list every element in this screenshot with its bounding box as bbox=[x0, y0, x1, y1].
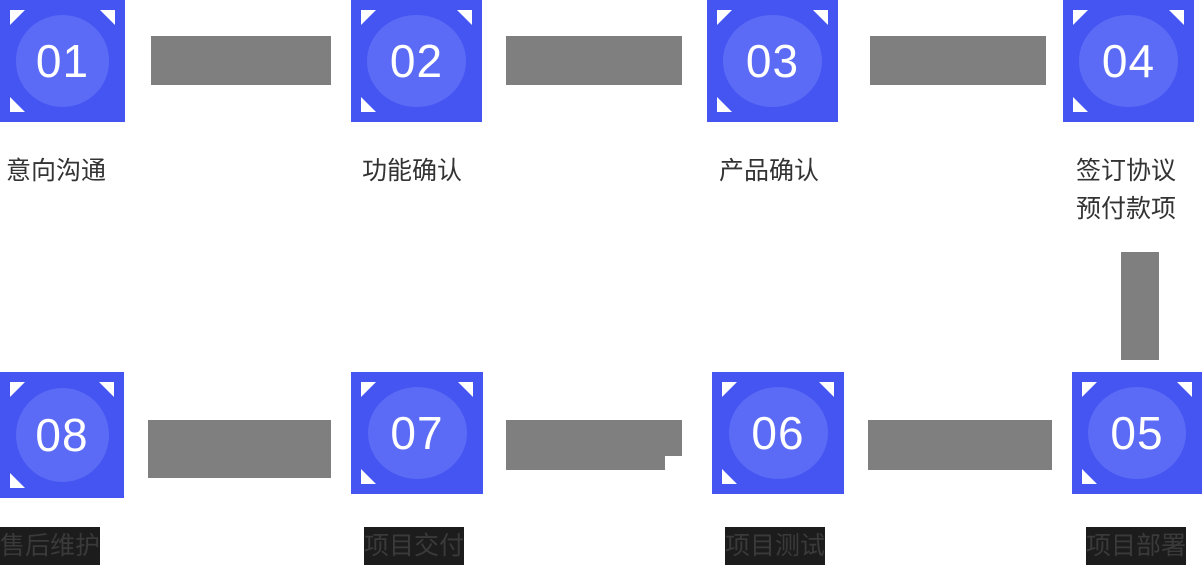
step-label-07: 项目交付 bbox=[364, 527, 465, 565]
step-label-06: 项目测试 bbox=[725, 527, 826, 565]
corner-mark-top-right-icon bbox=[1177, 382, 1192, 397]
corner-mark-bottom-left-icon bbox=[722, 469, 737, 484]
step-label-03-line-1: 产品确认 bbox=[719, 156, 820, 185]
corner-mark-bottom-left-icon bbox=[1073, 97, 1088, 112]
corner-mark-top-left-icon bbox=[10, 382, 25, 397]
step-label-08: 售后维护 bbox=[0, 527, 101, 565]
connector-04-05 bbox=[1121, 252, 1159, 360]
corner-mark-top-right-icon bbox=[458, 382, 473, 397]
corner-mark-bottom-left-icon bbox=[10, 473, 25, 488]
step-number-05: 05 bbox=[1110, 407, 1164, 459]
badge-circle-07 bbox=[367, 387, 467, 479]
step-label-02: 功能确认 bbox=[362, 152, 462, 190]
step-badge-01[interactable]: 01 bbox=[0, 0, 125, 122]
step-label-05-line-1: 项目部署 bbox=[1086, 531, 1187, 560]
corner-mark-top-right-icon bbox=[1169, 10, 1184, 25]
connector-06-07-lower bbox=[506, 456, 665, 470]
step-label-05: 项目部署 bbox=[1086, 527, 1187, 565]
step-badge-02[interactable]: 02 bbox=[351, 0, 482, 122]
step-label-07-line-1: 项目交付 bbox=[364, 531, 465, 560]
step-label-06-line-1: 项目测试 bbox=[725, 531, 826, 560]
connector-07-08 bbox=[148, 420, 331, 478]
connector-06-07-upper bbox=[506, 420, 682, 456]
step-label-04-line-2: 预付款项 bbox=[1076, 194, 1177, 223]
corner-mark-top-right-icon bbox=[99, 382, 114, 397]
connector-05-06 bbox=[868, 420, 1052, 470]
connector-01-02 bbox=[151, 36, 331, 85]
corner-mark-top-left-icon bbox=[1082, 382, 1097, 397]
step-badge-08[interactable]: 08 bbox=[0, 372, 124, 498]
step-number-02: 02 bbox=[389, 35, 444, 87]
corner-mark-bottom-left-icon bbox=[10, 97, 25, 112]
step-label-04-line-1: 签订协议 bbox=[1076, 156, 1177, 185]
step-number-04: 04 bbox=[1101, 35, 1156, 87]
corner-mark-bottom-left-icon bbox=[717, 97, 732, 112]
step-badge-04[interactable]: 04 bbox=[1063, 0, 1194, 122]
corner-mark-top-right-icon bbox=[100, 10, 115, 25]
corner-mark-top-right-icon bbox=[819, 382, 834, 397]
corner-mark-top-left-icon bbox=[722, 382, 737, 397]
connector-02-03 bbox=[506, 36, 682, 85]
step-number-03: 03 bbox=[745, 35, 800, 87]
corner-mark-top-left-icon bbox=[361, 10, 376, 25]
step-badge-07[interactable]: 07 bbox=[351, 372, 483, 494]
corner-mark-bottom-left-icon bbox=[361, 97, 376, 112]
corner-mark-top-left-icon bbox=[361, 382, 376, 397]
corner-mark-top-right-icon bbox=[813, 10, 828, 25]
corner-mark-top-right-icon bbox=[457, 10, 472, 25]
corner-mark-top-left-icon bbox=[717, 10, 732, 25]
badge-circle-05 bbox=[1088, 387, 1186, 479]
badge-circle-03 bbox=[723, 15, 822, 107]
badge-circle-06 bbox=[728, 387, 828, 479]
step-label-08-line-1: 售后维护 bbox=[0, 531, 101, 560]
step-label-04: 签订协议 预付款项 bbox=[1076, 152, 1176, 228]
badge-circle-01 bbox=[15, 15, 110, 107]
step-number-01: 01 bbox=[35, 35, 90, 87]
step-number-08: 08 bbox=[35, 409, 89, 461]
corner-mark-bottom-left-icon bbox=[1082, 469, 1097, 484]
badge-circle-04 bbox=[1079, 15, 1178, 107]
step-number-06: 06 bbox=[751, 407, 805, 459]
corner-mark-top-left-icon bbox=[1073, 10, 1088, 25]
step-number-07: 07 bbox=[390, 407, 444, 459]
step-badge-03[interactable]: 03 bbox=[707, 0, 838, 122]
step-label-02-line-1: 功能确认 bbox=[362, 156, 463, 185]
step-badge-05[interactable]: 05 bbox=[1072, 372, 1202, 494]
step-badge-06[interactable]: 06 bbox=[712, 372, 844, 494]
step-label-03: 产品确认 bbox=[719, 152, 819, 190]
corner-mark-bottom-left-icon bbox=[361, 469, 376, 484]
step-label-01-line-1: 意向沟通 bbox=[6, 156, 107, 185]
connector-06-07 bbox=[506, 420, 682, 470]
badge-circle-02 bbox=[367, 15, 466, 107]
step-label-01: 意向沟通 bbox=[6, 152, 106, 190]
badge-circle-08 bbox=[15, 387, 109, 483]
connector-03-04 bbox=[870, 36, 1046, 85]
corner-mark-top-left-icon bbox=[10, 10, 25, 25]
